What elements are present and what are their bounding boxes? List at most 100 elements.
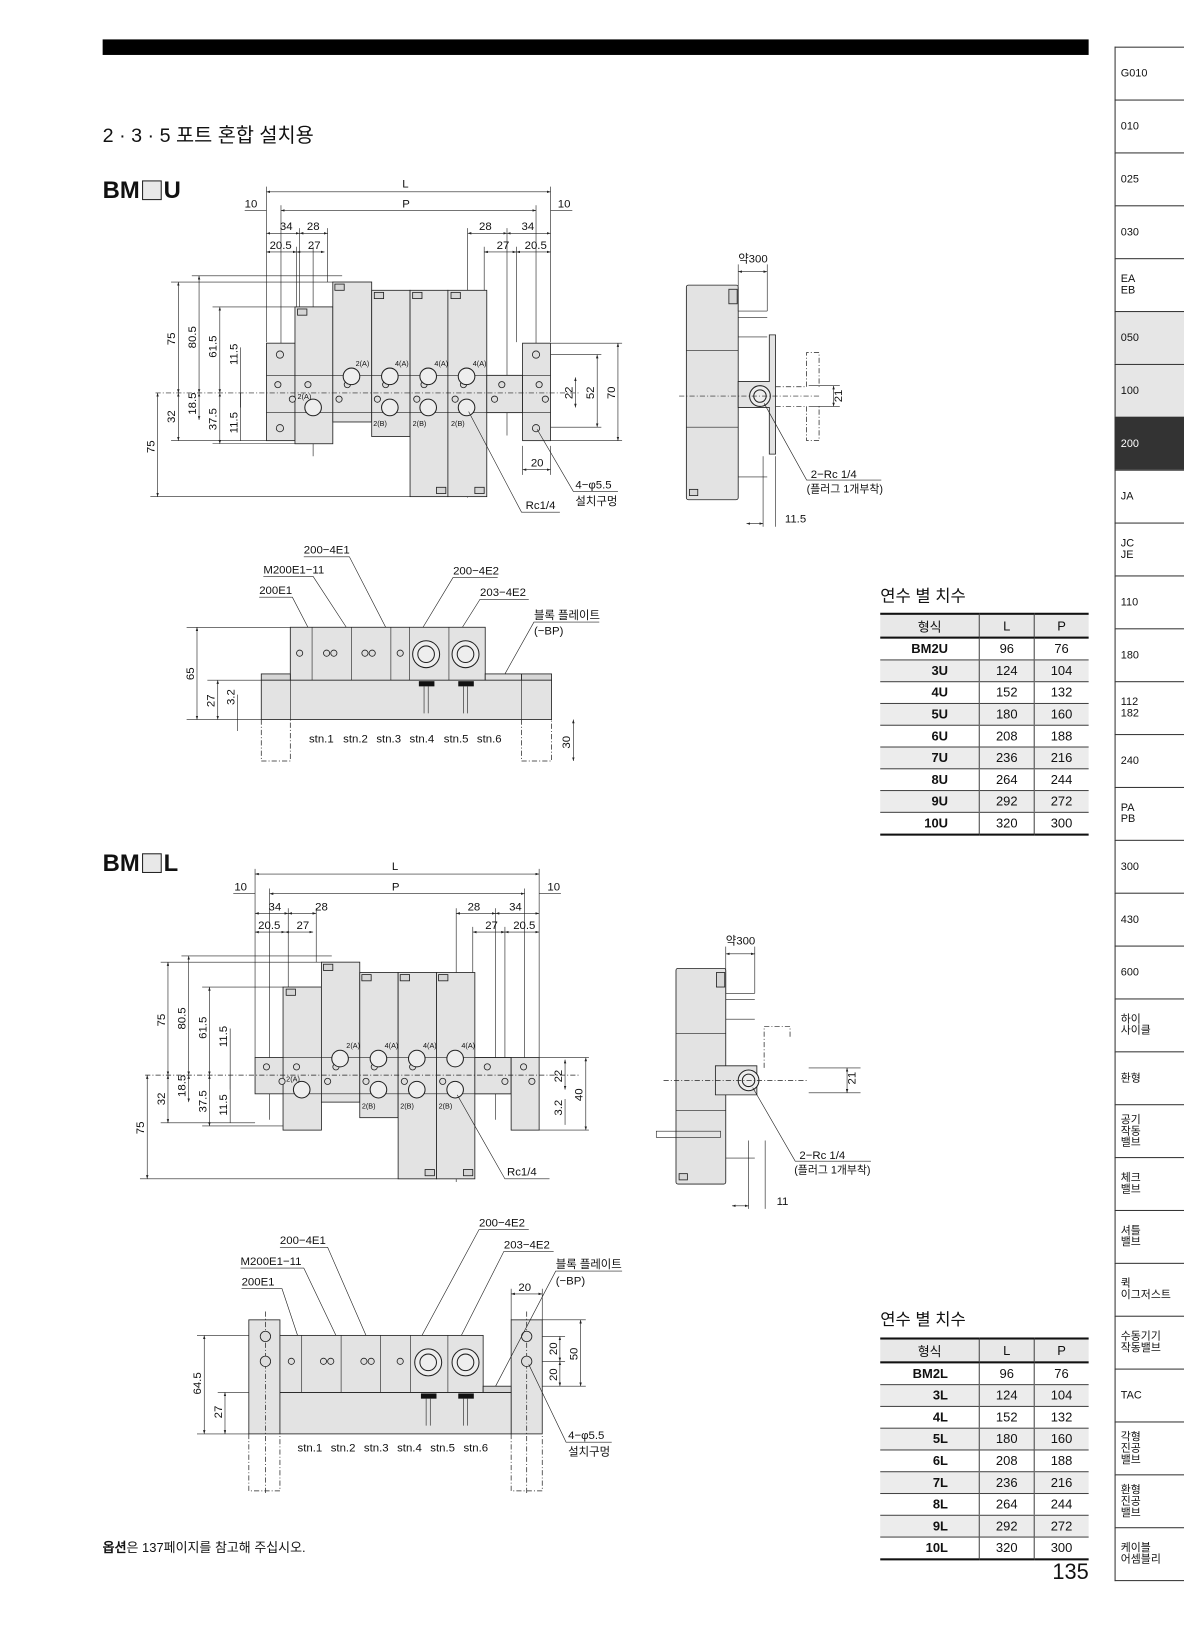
sidebar-tab-ea-eb[interactable]: EA EB [1114,258,1184,312]
bmu-table-title: 연수 별 치수 [880,587,966,606]
sidebar-tab-jc-je[interactable]: JC JE [1114,522,1184,576]
column-header: L [979,612,1034,639]
sidebar-tab-수동기기-작동밸브[interactable]: 수동기기 작동밸브 [1114,1315,1184,1369]
column-header: P [1033,612,1089,639]
column-header: L [979,1337,1034,1364]
sidebar-tab-label: JC JE [1120,537,1135,561]
dimension-label: 블록 플레이트 [534,609,600,622]
dimension-label: 28 [468,901,481,913]
sidebar-tab-label: TAC [1120,1388,1142,1402]
sidebar-tab-g010[interactable]: G010 [1114,46,1184,100]
l-cell: 124 [979,659,1034,683]
model-cell: 8L [880,1493,980,1516]
sidebar-tab-퀵-이그저스트[interactable]: 퀵 이그저스트 [1114,1262,1184,1316]
sidebar-tab-환형[interactable]: 환형 [1114,1051,1184,1105]
model-placeholder-box [141,853,162,873]
model-cell: 7U [880,747,980,770]
sidebar-tab-112-182[interactable]: 112 182 [1114,681,1184,735]
dimension-label: 18.5 [177,1075,189,1097]
dimension-label: stn.5 [430,1443,455,1455]
dimension-label: L [402,179,408,191]
l-cell: 124 [979,1384,1034,1407]
sidebar-tab-체크-밸브[interactable]: 체크 밸브 [1114,1157,1184,1210]
dimension-label: Rc1/4 [507,1167,537,1179]
sidebar-tab-200[interactable]: 200 [1114,416,1184,470]
p-cell: 300 [1033,812,1089,836]
sidebar-tab-tac[interactable]: TAC [1114,1368,1184,1422]
dimension-label: 20.5 [525,240,547,252]
sidebar-tab-케이블-어셈블리[interactable]: 케이블 어셈블리 [1114,1527,1184,1582]
sidebar-tab-공기-작동-밸브[interactable]: 공기 작동 밸브 [1114,1104,1184,1158]
dimension-label: 10 [547,882,560,894]
dimension-label: 4(A) [423,1041,437,1050]
sidebar-tab-label: G010 [1120,66,1148,80]
dimension-label: (플러그 1개부착) [807,482,883,495]
sidebar-tab-050[interactable]: 050 [1114,311,1184,364]
sidebar-tab-pa-pb[interactable]: PA PB [1114,786,1184,840]
dimension-label: 11.5 [228,344,240,365]
dimension-label: 200−4E2 [453,565,499,577]
model-cell: 4L [880,1406,980,1429]
sidebar-tab-label: 수동기기 작동밸브 [1120,1330,1161,1355]
sidebar-tab-600[interactable]: 600 [1114,945,1184,999]
sidebar-tab-180[interactable]: 180 [1114,628,1184,682]
dimension-label: 2(A) [356,359,370,368]
dimension-label: 32 [166,410,178,423]
sidebar-tab-셔틀-밸브[interactable]: 셔틀 밸브 [1114,1209,1184,1263]
dimension-label: stn.5 [444,733,469,745]
sidebar-tab-110[interactable]: 110 [1114,575,1184,629]
l-cell: 180 [979,1428,1034,1451]
dimension-label: 27 [213,1406,225,1419]
p-cell: 272 [1033,790,1089,813]
p-cell: 160 [1033,1428,1089,1451]
dimension-label: 22 [553,1070,565,1083]
sidebar-tab-환형-진공-밸브[interactable]: 환형 진공 밸브 [1114,1474,1184,1528]
sidebar-tab-100[interactable]: 100 [1114,363,1184,417]
dimension-label: 4(A) [395,359,409,368]
sidebar-tab-030[interactable]: 030 [1114,205,1184,259]
dimension-label: 2(A) [298,392,312,401]
dimension-label: M200E1−11 [263,564,324,576]
dimension-label: 200−4E1 [304,545,350,557]
sidebar-tab-label: 600 [1120,965,1139,979]
dimension-label: 2(B) [439,1101,453,1110]
sidebar-tab-ja[interactable]: JA [1114,469,1184,523]
dimension-label: 61.5 [197,1017,209,1039]
sidebar-tab-하이-사이클[interactable]: 하이 사이클 [1114,998,1184,1052]
sidebar-tab-label: 환형 진공 밸브 [1120,1483,1141,1519]
option-note: 옵션은 137페이지를 참고해 주십시오. [102,1540,306,1556]
dimension-label: 75 [135,1122,147,1135]
dimension-label: 203−4E2 [480,587,526,599]
dimension-label: 4(A) [385,1041,399,1050]
p-cell: 160 [1033,703,1089,726]
dimension-label: 61.5 [208,336,220,358]
dimension-label: 27 [206,694,218,707]
sidebar-tab-430[interactable]: 430 [1114,892,1184,946]
dimension-label: 10 [234,882,247,894]
model-cell: 9U [880,790,980,813]
dimension-label: 3.2 [225,689,237,705]
dimension-label: 10 [245,198,258,210]
dimension-label: stn.2 [331,1443,356,1455]
header-bar [102,39,1089,55]
sidebar-tab-025[interactable]: 025 [1114,152,1184,206]
sidebar-tab-240[interactable]: 240 [1114,734,1184,787]
page-number: 135 [1052,1560,1089,1585]
p-cell: 188 [1033,1449,1089,1473]
sidebar-tab-010[interactable]: 010 [1114,99,1184,153]
model-cell: 10U [880,812,980,836]
dimension-label: 18.5 [187,393,199,415]
p-cell: 132 [1033,681,1089,704]
sidebar-tab-label: 430 [1120,912,1139,926]
dimension-label: 11.5 [218,1026,230,1047]
dimension-label: 75 [166,333,178,346]
l-cell: 264 [979,768,1034,792]
sidebar-tab-각형-진공-밸브[interactable]: 각형 진공 밸브 [1114,1421,1184,1475]
sidebar-tab-300[interactable]: 300 [1114,839,1184,893]
